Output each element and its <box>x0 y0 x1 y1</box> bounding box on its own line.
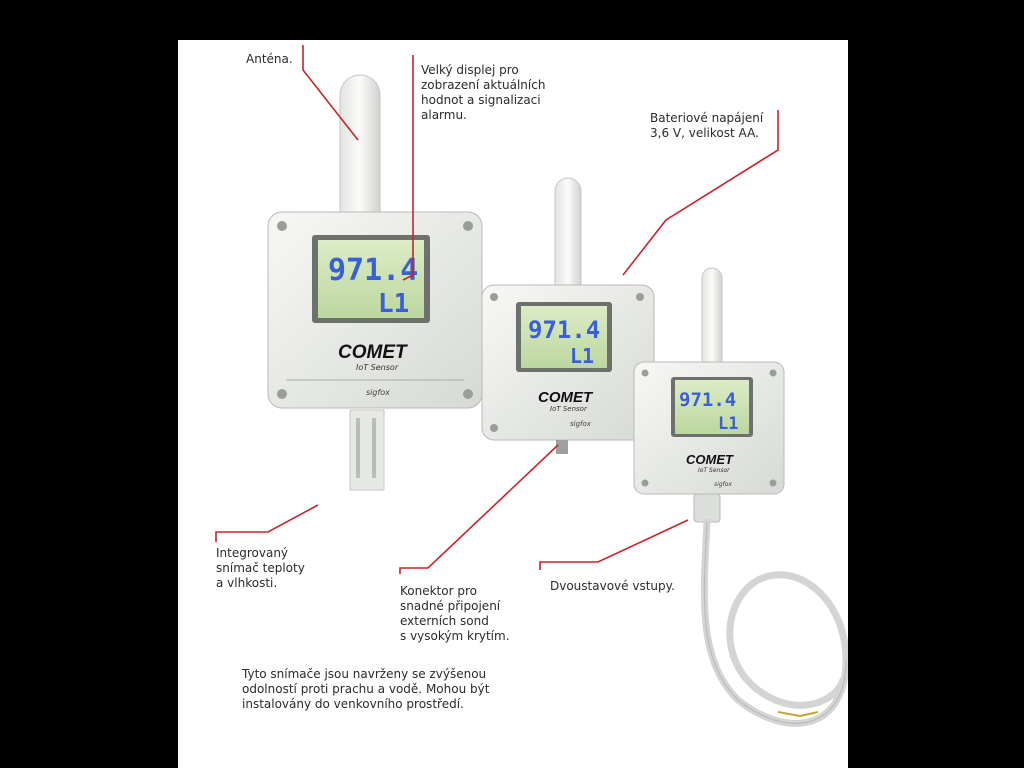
lcd-reading-small: 971.4 <box>679 389 736 411</box>
product-figure: 971.4 L1 COMET IoT Sensor sigfox 971.4 L… <box>178 40 848 768</box>
leader-battery <box>622 110 779 276</box>
lcd-sub-small: L1 <box>718 414 738 434</box>
label-inputs: Dvoustavové vstupy. <box>550 579 675 593</box>
leader-antenna <box>302 45 359 141</box>
lcd-medium <box>521 306 607 368</box>
connector <box>556 440 568 454</box>
lcd-reading-medium: 971.4 <box>528 316 600 344</box>
brand-logo-large: COMET <box>338 342 408 363</box>
leader-connector <box>399 444 559 574</box>
label-battery: Bateriové napájení 3,6 V, velikost AA. <box>650 111 764 140</box>
network-medium: sigfox <box>570 420 592 428</box>
brand-sub-medium: IoT Sensor <box>550 405 588 413</box>
label-sensor: Integrovaný snímač teploty a vlhkosti. <box>216 546 305 590</box>
brand-logo-medium: COMET <box>538 389 594 406</box>
cable-edge <box>703 521 847 724</box>
humidity-probe <box>349 409 385 491</box>
leader-sensor <box>215 504 319 542</box>
label-connector: Konektor pro snadné připojení externích … <box>400 584 510 643</box>
cable-wires <box>777 711 819 718</box>
brand-sub-small: IoT Sensor <box>698 467 730 474</box>
antenna-large <box>339 74 381 236</box>
brand-logo-small: COMET <box>686 452 734 467</box>
network-small: sigfox <box>714 481 732 488</box>
leader-display <box>402 55 414 281</box>
lcd-small <box>675 380 749 434</box>
cable <box>700 518 848 727</box>
label-display: Velký displej pro zobrazení aktuálních h… <box>421 63 546 122</box>
lcd-sub-medium: L1 <box>570 344 594 368</box>
footer-note: Tyto snímače jsou navrženy se zvýšenou o… <box>242 667 490 711</box>
device-small: 971.4 L1 COMET IoT Sensor sigfox <box>633 267 848 727</box>
devices-illustration: 971.4 L1 COMET IoT Sensor sigfox 971.4 L… <box>215 45 848 727</box>
leader-lines <box>215 45 779 574</box>
device-medium: 971.4 L1 COMET IoT Sensor sigfox <box>481 177 655 454</box>
label-antenna: Anténa. <box>246 52 293 66</box>
lcd-reading-large: 971.4 <box>328 253 418 288</box>
lcd-sub-large: L1 <box>378 289 409 319</box>
device-large: 971.4 L1 COMET IoT Sensor sigfox <box>267 74 483 491</box>
network-large: sigfox <box>366 388 390 397</box>
cable-gland <box>693 493 721 523</box>
leader-inputs <box>539 519 689 570</box>
brand-sub-large: IoT Sensor <box>356 363 399 372</box>
